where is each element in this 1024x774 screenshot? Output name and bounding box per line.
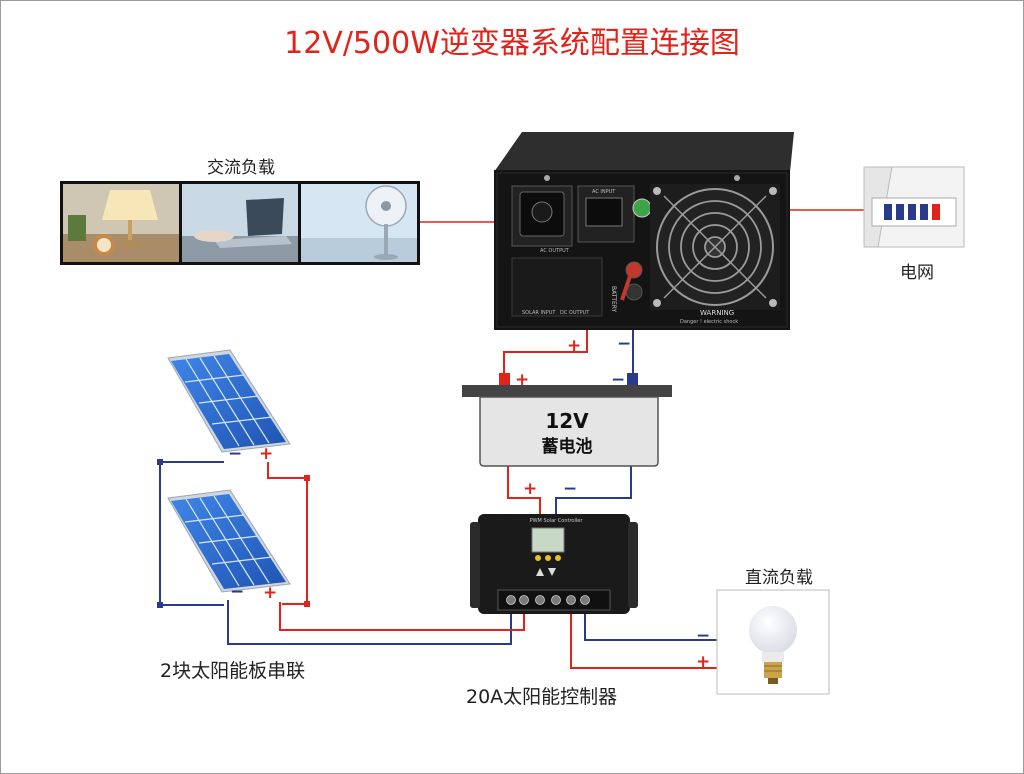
- series-node: [157, 602, 163, 608]
- battery-name: 蓄电池: [542, 436, 593, 457]
- panel1-plus-mark: +: [259, 444, 273, 464]
- controller-brand: PWM Solar Controller: [530, 518, 584, 524]
- ac-load-label: 交流负载: [207, 158, 275, 178]
- series-node: [157, 459, 163, 465]
- inverter-warning-sub: Danger ! electric shock: [680, 319, 738, 325]
- inverter-ac-output-label: AC OUTPUT: [540, 248, 570, 254]
- charge-controller-icon: PWM Solar Controller: [470, 514, 638, 614]
- battery-negative-terminal: [627, 373, 638, 385]
- controller-lcd: [531, 527, 565, 553]
- controller-plus-mark: +: [523, 479, 537, 499]
- series-node: [304, 601, 310, 607]
- inverter-icon: BATTERY WARNING Danger ! electric shock …: [494, 132, 794, 330]
- controller-label: 20A太阳能控制器: [466, 686, 618, 708]
- panel-controller-positive-wire: [279, 602, 525, 631]
- inverter-breaker-knob: [632, 198, 652, 218]
- dc-load-positive-wire: [570, 604, 717, 669]
- dc-load-plus-mark: +: [696, 652, 710, 672]
- laptop-photo: [182, 184, 298, 262]
- controller-minus-mark: −: [563, 479, 577, 499]
- inverter-battery-label: BATTERY: [610, 286, 617, 313]
- battery-minus-mark: −: [611, 370, 625, 390]
- solar-panel-icon: [167, 349, 291, 453]
- controller-button-up: [536, 568, 544, 576]
- battery-voltage: 12V: [545, 409, 589, 433]
- dc-load-minus-mark: −: [696, 626, 710, 646]
- inverter-positive-terminal: [625, 261, 643, 279]
- panels-series-label: 2块太阳能板串联: [160, 660, 306, 682]
- panel1-minus-mark: −: [228, 444, 242, 464]
- diagram-title: 12V/500W逆变器系统配置连接图: [284, 26, 740, 61]
- inverter-ac-input-label: AC INPUT: [592, 189, 616, 195]
- inverter-warning-label: WARNING: [700, 309, 734, 317]
- light-bulb-icon: [716, 589, 830, 695]
- panel2-minus-mark: −: [230, 582, 244, 602]
- series-node: [304, 475, 310, 481]
- panel2-plus-mark: +: [263, 583, 277, 603]
- battery-plus-mark: +: [515, 370, 529, 390]
- battery-positive-terminal: [499, 373, 510, 385]
- controller-button-down: [548, 568, 556, 576]
- grid-label: 电网: [900, 263, 934, 283]
- panel-controller-negative-wire: [227, 600, 512, 645]
- dc-load-label: 直流负载: [745, 568, 813, 588]
- dc-load-negative-wire: [584, 604, 717, 641]
- battery-icon: 12V 蓄电池: [462, 373, 672, 467]
- solar-panel-icon: [167, 489, 291, 593]
- inverter-lower-panel: [511, 257, 603, 317]
- inverter-dc-output-label: DC OUTPUT: [560, 310, 590, 316]
- lamp-photo: [63, 184, 179, 262]
- inverter-plus-mark: +: [567, 336, 581, 356]
- breaker-box-icon: [863, 166, 965, 248]
- fan-photo: [301, 184, 417, 262]
- panel-series-negative-wire: [159, 461, 224, 606]
- inverter-solar-input-label: SOLAR INPUT: [522, 310, 556, 316]
- ac-load-photos: [60, 181, 420, 265]
- inverter-minus-mark: −: [617, 334, 631, 354]
